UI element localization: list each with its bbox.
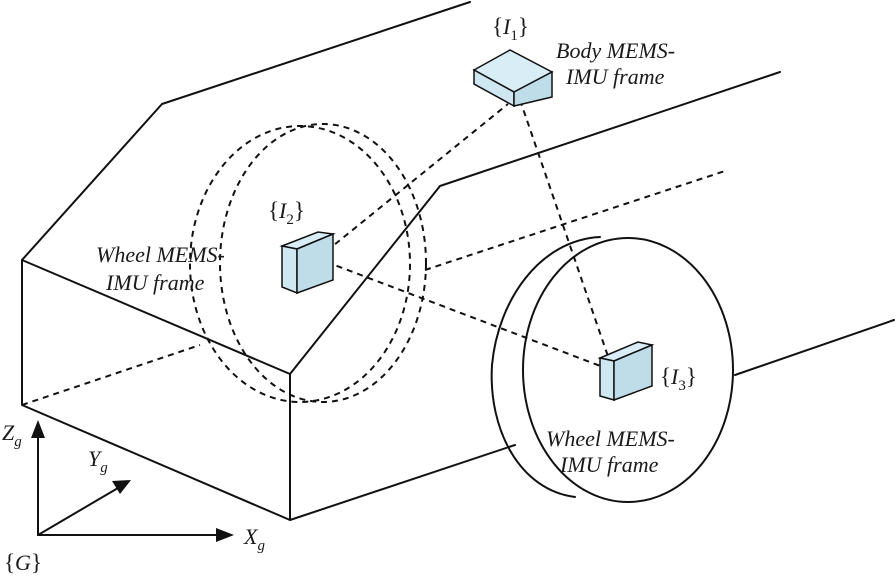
car-side-bottom [289,444,516,521]
imu-left-front [281,245,298,295]
imu-left-side [296,232,334,295]
wheel-left-label-2: IMU frame [105,270,205,295]
wheel-right-label-2: IMU frame [559,452,659,477]
car-hood-edge [289,71,781,375]
far-wheel-outer [189,125,411,403]
car-hidden-side [424,169,729,271]
axis-y-label: Yg [88,446,108,476]
link-i2-i1 [317,103,509,259]
global-frame-label: {G} [4,550,42,575]
axis-x-arrow [216,528,234,542]
link-i2-i3 [315,257,633,379]
far-wheel-inner [219,123,427,403]
global-frame-letter: G [15,550,31,575]
imu-body-side [513,70,553,107]
car-roof-edge [21,1,471,261]
label-i2-sub: 2 [286,212,294,228]
global-axes [31,420,234,542]
label-i2-frame: {I2} [268,198,305,228]
car-body [21,1,895,521]
axis-y-line [37,487,119,536]
imu-box-wheel-right [597,341,655,402]
label-i3-letter: I [670,364,680,389]
axis-z-arrow [31,420,45,438]
car-hidden-bottom [21,344,201,406]
imu-box-body [472,49,554,108]
axis-z-label: Zg [2,420,22,450]
wheel-right-label-1: Wheel MEMS- [546,426,675,451]
label-i1-letter: I [502,14,512,39]
body-imu-label-1: Body MEMS- [556,38,675,63]
label-i3-sub: 3 [678,378,686,394]
imu-box-wheel-left [279,231,336,295]
wheel-left-label-1: Wheel MEMS- [96,242,225,267]
imu-right-front [599,357,615,401]
far-wheel [189,123,427,403]
label-i1-frame: {I1} [492,14,529,44]
imu-right-side [613,343,653,402]
car-front-face [21,259,291,521]
label-i2-letter: I [278,198,288,223]
axis-x-label: Xg [243,524,265,554]
car-rear-line [734,319,895,376]
body-imu-label-2: IMU frame [565,64,665,89]
axis-y-arrow [112,480,131,494]
link-i1-i3 [519,99,613,369]
label-i1-sub: 1 [510,28,518,44]
near-wheel-back [490,236,601,498]
